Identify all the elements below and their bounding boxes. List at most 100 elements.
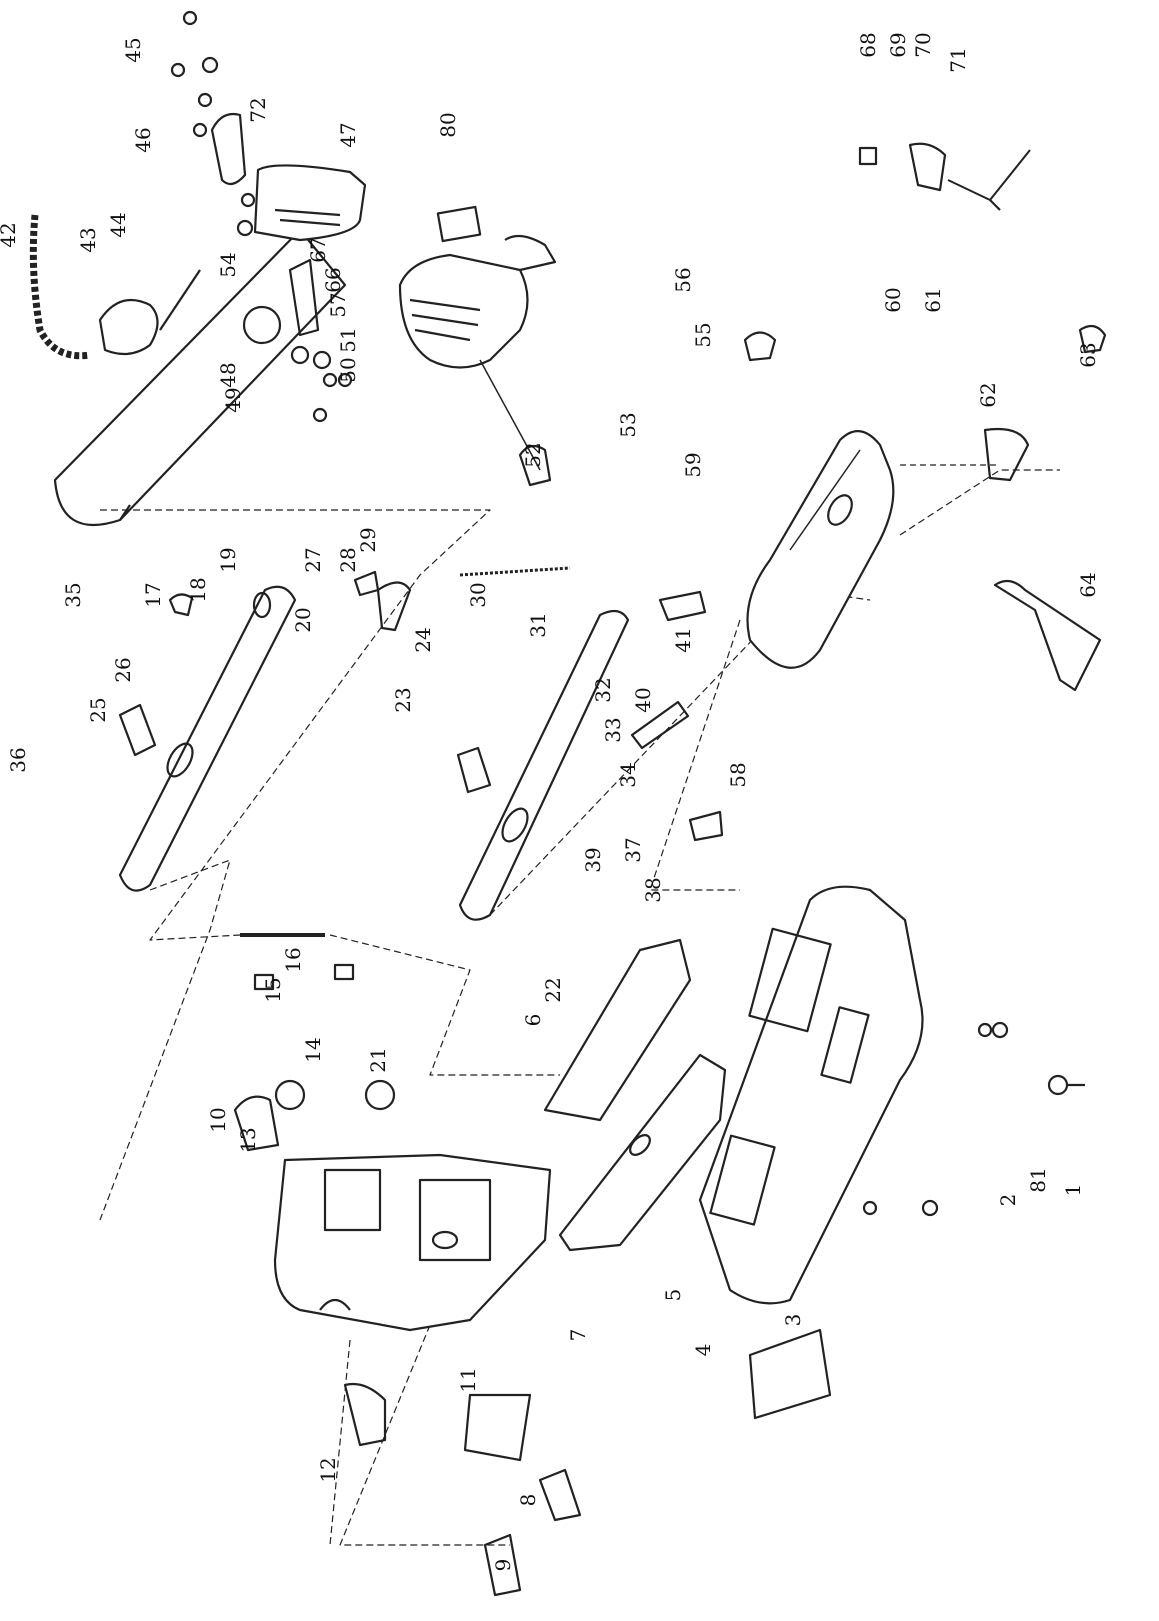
- callout-9: 9: [491, 1559, 515, 1572]
- arm-39: [458, 609, 630, 921]
- lamp-68-71: [858, 142, 1031, 211]
- callout-33: 33: [601, 717, 625, 742]
- callout-62: 62: [976, 382, 1000, 407]
- callout-31: 31: [526, 612, 550, 637]
- callout-32: 32: [591, 677, 615, 702]
- frame-22: [543, 938, 692, 1122]
- small-hardware-top: [170, 10, 353, 423]
- callout-19: 19: [216, 547, 240, 572]
- callout-38: 38: [641, 877, 665, 902]
- callout-69: 69: [886, 32, 910, 57]
- callout-51: 51: [336, 327, 360, 352]
- screws-1-2-81: [862, 1021, 1085, 1217]
- table-parts: [743, 324, 1107, 692]
- callout-20: 20: [291, 607, 315, 632]
- callout-81: 81: [1026, 1167, 1050, 1192]
- callout-52: 52: [521, 442, 545, 467]
- callout-18: 18: [186, 577, 210, 602]
- callout-48: 48: [216, 362, 240, 387]
- callout-40: 40: [631, 687, 655, 712]
- callout-17: 17: [141, 582, 165, 607]
- callout-70: 70: [911, 32, 935, 57]
- frame-5: [558, 1053, 727, 1252]
- table-60: [746, 430, 895, 669]
- blade-guard: [253, 164, 367, 242]
- callout-21: 21: [366, 1047, 390, 1072]
- air-hose: [29, 214, 159, 360]
- callout-59: 59: [681, 452, 705, 477]
- callout-3: 3: [781, 1314, 805, 1327]
- callout-58: 58: [726, 762, 750, 787]
- callout-50: 50: [336, 357, 360, 382]
- callout-63: 63: [1076, 342, 1100, 367]
- callout-7: 7: [566, 1329, 590, 1342]
- callout-4: 4: [691, 1344, 715, 1357]
- switch-80: [436, 205, 557, 272]
- assembly-lines: [99, 469, 1060, 1546]
- motor: [398, 253, 541, 471]
- arm-26: [118, 585, 297, 892]
- callout-14: 14: [301, 1037, 325, 1062]
- callout-10: 10: [206, 1107, 230, 1132]
- upper-arm: [53, 228, 347, 527]
- base-4: [698, 885, 924, 1305]
- callout-24: 24: [411, 627, 435, 652]
- callout-8: 8: [516, 1494, 540, 1507]
- callout-25: 25: [86, 697, 110, 722]
- callout-34: 34: [616, 762, 640, 787]
- callout-15: 15: [261, 977, 285, 1002]
- knobs-8-9-14-21: [274, 1079, 582, 1597]
- callout-68: 68: [856, 32, 880, 57]
- callout-2: 2: [996, 1194, 1020, 1207]
- spring-30: [459, 566, 571, 577]
- callout-53: 53: [616, 412, 640, 437]
- knob-48: [242, 305, 282, 345]
- callout-49: 49: [221, 387, 245, 412]
- callout-47: 47: [336, 122, 360, 147]
- hinge-bracket: [210, 112, 320, 337]
- callout-46: 46: [131, 127, 155, 152]
- callout-36: 36: [6, 747, 30, 772]
- callout-35: 35: [61, 582, 85, 607]
- callout-71: 71: [946, 47, 970, 72]
- callout-37: 37: [621, 837, 645, 862]
- callout-54: 54: [216, 252, 240, 277]
- callout-61: 61: [921, 287, 945, 312]
- callout-6: 6: [521, 1014, 545, 1027]
- callout-43: 43: [76, 227, 100, 252]
- callout-56: 56: [671, 267, 695, 292]
- callout-12: 12: [316, 1457, 340, 1482]
- callout-39: 39: [581, 847, 605, 872]
- callout-5: 5: [661, 1289, 685, 1302]
- callout-44: 44: [106, 212, 130, 237]
- callout-67: 67: [306, 237, 330, 262]
- callout-23: 23: [391, 687, 415, 712]
- callout-22: 22: [541, 977, 565, 1002]
- callout-11: 11: [456, 1367, 480, 1392]
- callout-66: 66: [321, 267, 345, 292]
- pin-16: [240, 933, 355, 991]
- callout-57: 57: [326, 292, 350, 317]
- callout-80: 80: [436, 112, 460, 137]
- bracket-52: [518, 444, 552, 487]
- callout-45: 45: [121, 37, 145, 62]
- callout-26: 26: [111, 657, 135, 682]
- callout-60: 60: [881, 287, 905, 312]
- callout-1: 1: [1061, 1184, 1085, 1197]
- callout-41: 41: [671, 627, 695, 652]
- callout-13: 13: [236, 1127, 260, 1152]
- callout-55: 55: [691, 322, 715, 347]
- callout-28: 28: [336, 547, 360, 572]
- cover-plates: [233, 1095, 532, 1462]
- callout-27: 27: [301, 547, 325, 572]
- callout-64: 64: [1076, 572, 1100, 597]
- housing-7: [273, 1153, 552, 1332]
- callout-16: 16: [281, 947, 305, 972]
- label-3: [748, 1328, 832, 1420]
- callout-72: 72: [246, 97, 270, 122]
- bushings-25: [118, 703, 492, 794]
- callout-29: 29: [356, 527, 380, 552]
